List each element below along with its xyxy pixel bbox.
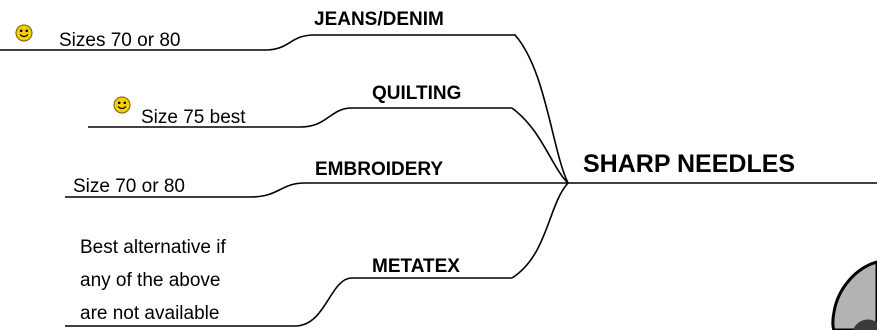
decorative-image <box>831 260 877 330</box>
connector-quilting <box>511 107 569 184</box>
connector-jeans <box>514 34 569 184</box>
topic-embroidery[interactable]: EMBROIDERY <box>315 159 443 180</box>
branch-metatex: METATEX Best alternative if any of the a… <box>65 237 512 327</box>
note-connector <box>299 107 353 128</box>
branch-quilting: QUILTING Size 75 best <box>88 83 512 128</box>
note-metatex-line-2: any of the above <box>80 270 221 291</box>
note-connector <box>249 182 306 198</box>
central-topic[interactable]: SHARP NEEDLES <box>583 150 795 178</box>
topic-metatex[interactable]: METATEX <box>372 256 460 277</box>
smiley-icon <box>15 24 33 42</box>
note-connector <box>294 277 353 327</box>
topic-jeans-denim[interactable]: JEANS/DENIM <box>314 9 444 30</box>
note-embroidery: Size 70 or 80 <box>73 176 185 197</box>
branch-jeans-denim: JEANS/DENIM Sizes 70 or 80 <box>0 9 516 51</box>
decorative-image-detail <box>853 319 877 330</box>
note-metatex-line-1: Best alternative if <box>80 237 226 258</box>
smiley-icon <box>113 96 131 114</box>
topic-quilting[interactable]: QUILTING <box>372 83 461 104</box>
connector-metatex <box>511 182 569 279</box>
note-metatex-line-3: are not available <box>80 303 219 324</box>
branch-embroidery: EMBROIDERY Size 70 or 80 <box>65 159 510 198</box>
note-connector <box>264 34 315 51</box>
note-quilting: Size 75 best <box>141 107 246 128</box>
note-jeans-denim: Sizes 70 or 80 <box>59 30 180 51</box>
